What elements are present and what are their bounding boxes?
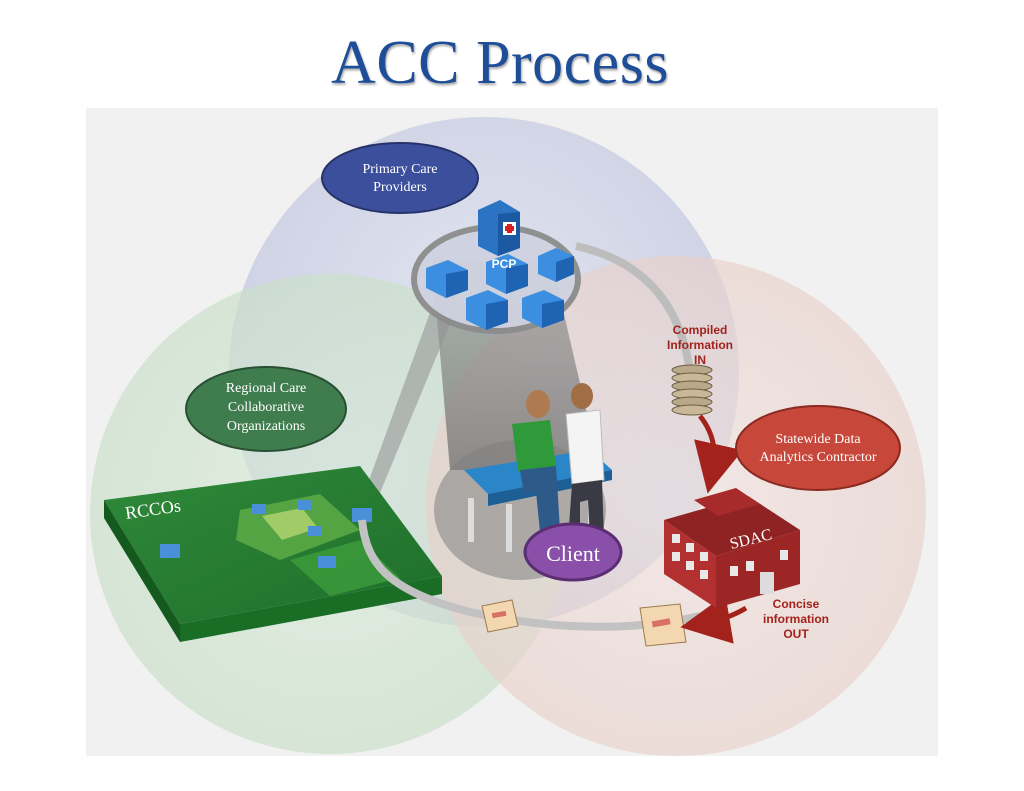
svg-text:Providers: Providers <box>373 180 427 195</box>
svg-text:Regional Care: Regional Care <box>226 381 306 396</box>
svg-text:IN: IN <box>694 353 706 367</box>
rcco-map: RCCOs <box>104 466 442 642</box>
client-bubble: Client <box>523 522 623 582</box>
svg-text:Organizations: Organizations <box>227 419 305 434</box>
page-title: ACC Process <box>331 29 669 97</box>
svg-text:Compiled: Compiled <box>673 323 728 337</box>
rcco-beam <box>360 285 460 512</box>
pcp-label-bubble: Primary Care Providers <box>321 142 479 214</box>
svg-text:Concise: Concise <box>773 597 820 611</box>
arrow-out <box>680 594 748 644</box>
hub-building: PCP <box>486 254 528 294</box>
flow-out-label: Concise information OUT <box>763 597 829 641</box>
map-offices <box>160 500 372 568</box>
arrow-in <box>694 414 743 494</box>
compiled-documents-stack <box>671 364 713 416</box>
folder-right <box>639 603 687 647</box>
pcp-buildings: PCP <box>426 200 574 330</box>
svg-text:information: information <box>763 612 829 626</box>
rcco-label-bubble: Regional Care Collaborative Organization… <box>185 366 347 452</box>
sdac-label-bubble: Statewide Data Analytics Contractor <box>735 405 901 491</box>
svg-text:Collaborative: Collaborative <box>228 400 304 415</box>
sdac-building: SDAC <box>664 488 800 608</box>
hospital-building <box>478 200 520 256</box>
svg-text:Analytics Contractor: Analytics Contractor <box>759 450 876 465</box>
svg-text:Information: Information <box>667 338 733 352</box>
hub-label: PCP <box>492 257 517 271</box>
svg-text:Statewide Data: Statewide Data <box>775 432 861 447</box>
flow-in-label: Compiled Information IN <box>667 323 733 367</box>
client-label: Client <box>546 541 600 566</box>
svg-text:Primary Care: Primary Care <box>362 162 437 177</box>
folder-left <box>481 599 519 633</box>
pipe-pcp-to-sdac <box>575 242 694 373</box>
svg-text:OUT: OUT <box>783 627 809 641</box>
